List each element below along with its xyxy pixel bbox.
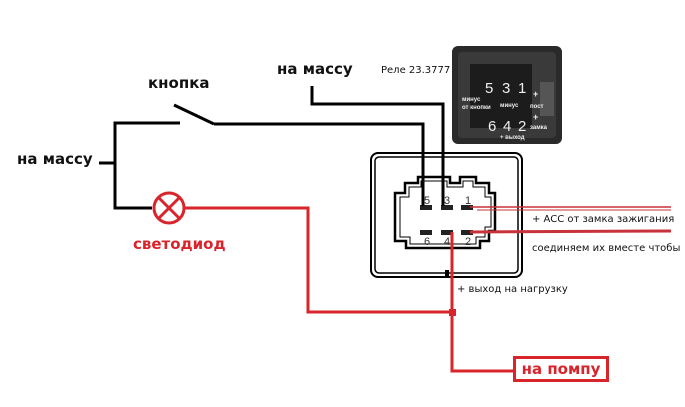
svg-text:пост: пост (530, 104, 544, 110)
photo-pin-6: 6 (488, 118, 496, 135)
wire-pin2-out (469, 229, 672, 234)
red-wires (152, 191, 672, 373)
svg-text:минус: минус (500, 103, 519, 109)
svg-text:+: + (533, 89, 538, 99)
label-ground-left: на массу (17, 150, 93, 168)
photo-pin-1: 1 (518, 80, 526, 97)
pin-label-1: 1 (465, 195, 471, 207)
svg-text:+: + (533, 112, 538, 122)
label-join-note: соединяем их вместе чтобы (532, 243, 681, 254)
label-load-out: + выход на нагрузку (457, 284, 568, 295)
relay-connector (370, 152, 523, 278)
svg-text:минус: минус (462, 97, 481, 103)
label-relay-model: Реле 23.3777 (381, 65, 451, 76)
black-wires (99, 86, 445, 210)
pin-label-5: 5 (424, 195, 430, 207)
relay-photo: 5 3 1 6 4 2 минус от кнопки минус + пост… (452, 46, 562, 144)
pin-label-2: 2 (465, 236, 471, 248)
wire-pin4-to-pump (450, 232, 513, 373)
label-led: светодиод (133, 235, 226, 253)
wire-led-to-junction (184, 206, 452, 314)
button-switch-contact (173, 103, 215, 126)
label-acc: + ACC от замка зажигания (532, 214, 675, 225)
svg-text:замка: замка (530, 125, 548, 131)
wire-ground-top-to-pin3 (310, 86, 445, 206)
pump-text: на помпу (521, 360, 601, 378)
label-pump: на помпу (513, 356, 609, 382)
wire-ground-left-to-button (113, 121, 180, 210)
connector-pins (420, 205, 473, 235)
photo-pin-5: 5 (485, 80, 493, 97)
label-button: кнопка (148, 74, 210, 92)
photo-pin-4: 4 (503, 118, 511, 135)
label-ground-top: на массу (277, 60, 353, 78)
svg-text:+ выход: + выход (500, 135, 525, 141)
svg-text:от кнопки: от кнопки (462, 105, 491, 111)
photo-pin-2: 2 (518, 118, 526, 135)
pin-label-3: 3 (444, 195, 450, 207)
photo-pin-3: 3 (502, 80, 510, 97)
wire-button-to-pin5 (214, 122, 425, 206)
pin-label-4: 4 (444, 236, 450, 248)
pin-label-6: 6 (424, 236, 430, 248)
junction-dot (449, 309, 456, 316)
